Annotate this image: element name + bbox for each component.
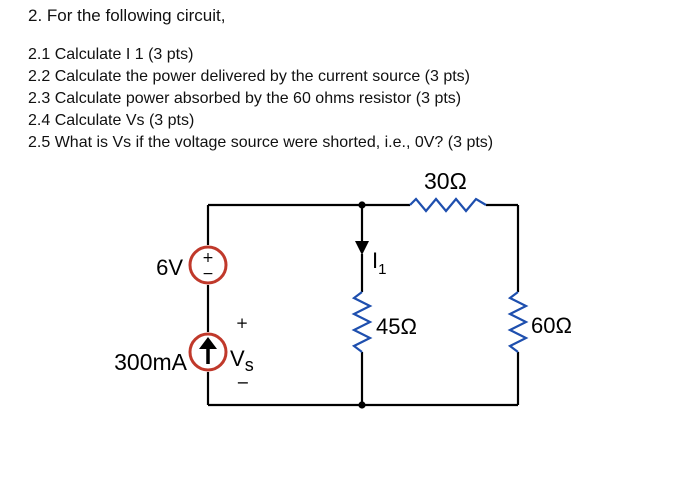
resistor-45-zigzag xyxy=(351,291,373,353)
vs-symbol: V xyxy=(230,346,245,371)
question-item: 2.4 Calculate Vs (3 pts) xyxy=(28,112,195,129)
circuit-wires xyxy=(206,203,520,407)
vs-minus-sign: − xyxy=(236,373,249,392)
question-item: 2.2 Calculate the power delivered by the… xyxy=(28,68,471,85)
current-direction-arrow-icon xyxy=(355,241,369,255)
voltage-source-label: 6V xyxy=(156,255,183,280)
resistor-30-label: 30Ω xyxy=(424,168,467,194)
question-title: 2. For the following circuit, xyxy=(28,6,226,25)
resistor-60-label: 60Ω xyxy=(531,313,572,338)
current-source-label: 300mA xyxy=(114,349,188,375)
question-list: 2.1 Calculate I 1 (3 pts) 2.2 Calculate … xyxy=(28,44,493,154)
junction-node-bottom xyxy=(358,401,366,409)
question-item: 2.1 Calculate I 1 (3 pts) xyxy=(28,46,194,63)
voltage-source-minus: − xyxy=(202,266,214,282)
resistor-60-zigzag xyxy=(507,291,529,353)
voltage-source-plus: + xyxy=(202,250,214,266)
current-i1-subscript: 1 xyxy=(378,261,386,278)
vs-plus-sign: + xyxy=(236,314,249,332)
voltage-source-6v-icon xyxy=(188,245,228,285)
resistor-30-zigzag xyxy=(409,197,487,213)
question-item: 2.3 Calculate power absorbed by the 60 o… xyxy=(28,90,462,107)
vs-subscript: s xyxy=(245,355,254,375)
current-i1-label: I1 xyxy=(372,248,386,278)
current-source-arrow-icon xyxy=(199,337,217,349)
resistor-45-label: 45Ω xyxy=(376,314,417,339)
question-item: 2.5 What is Vs if the voltage source wer… xyxy=(28,134,494,151)
current-i1-symbol: I xyxy=(372,248,378,273)
vs-label: Vs xyxy=(230,346,254,375)
junction-node-top xyxy=(358,201,366,209)
